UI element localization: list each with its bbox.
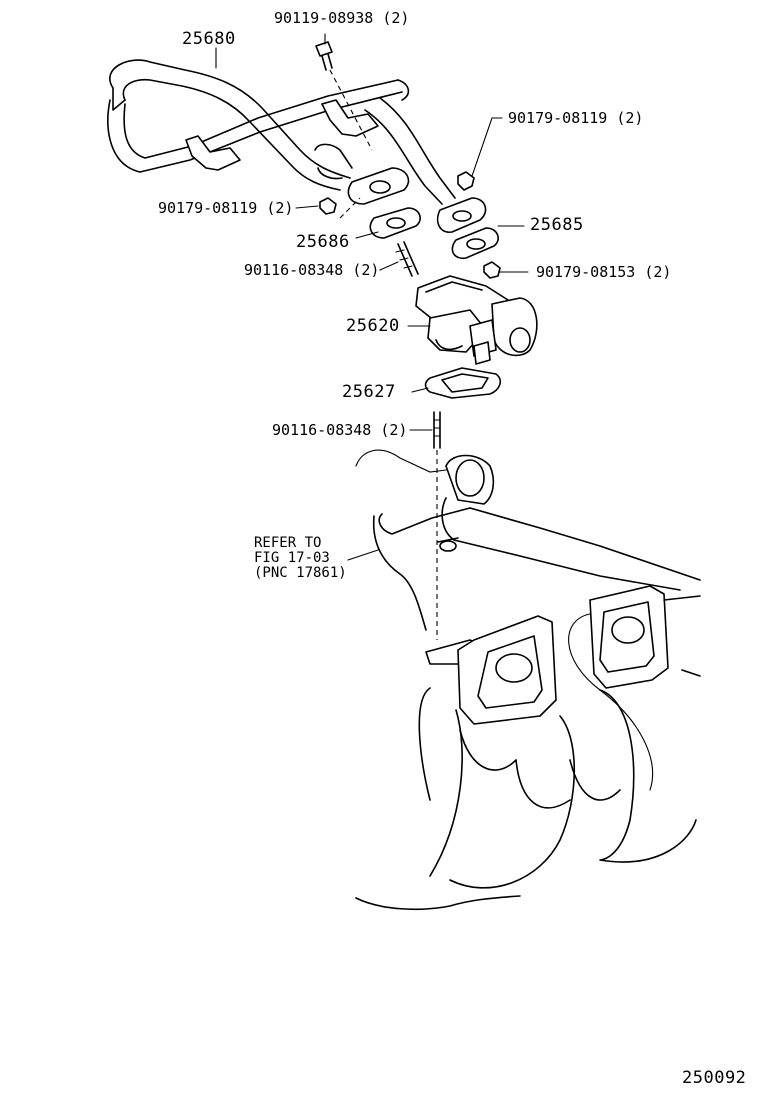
refer-leader <box>347 549 379 561</box>
label-nut-right: 90179-08119 (2) <box>508 109 644 127</box>
label-valve: 25620 <box>346 316 400 336</box>
nut-right <box>457 117 503 191</box>
dash-left-nut <box>339 197 361 219</box>
stud-lower <box>409 411 441 640</box>
label-stud-lower: 90116-08348 (2) <box>272 421 408 439</box>
nut-valve <box>483 261 529 279</box>
intake-manifold <box>355 449 701 911</box>
label-stud-upper: 90116-08348 (2) <box>244 261 380 279</box>
label-gasket-left: 25686 <box>296 232 350 252</box>
egr-pipe <box>107 59 487 233</box>
egr-valve <box>407 275 538 365</box>
label-gasket-right: 25685 <box>530 215 584 235</box>
label-refer-line3: (PNC 17861) <box>254 565 347 581</box>
gasket-25627 <box>411 367 502 399</box>
label-nut-left: 90179-08119 (2) <box>158 199 294 217</box>
bolt-top <box>315 33 373 151</box>
gasket-25685 <box>451 225 525 260</box>
label-gasket-lower: 25627 <box>342 382 396 402</box>
label-pipe: 25680 <box>182 29 236 49</box>
figure-id: 250092 <box>682 1068 747 1088</box>
stud-upper <box>379 241 419 277</box>
nut-left <box>295 197 337 215</box>
label-nut-valve: 90179-08153 (2) <box>536 263 672 281</box>
label-refer-line2: FIG 17-03 <box>254 550 330 566</box>
label-refer-line1: REFER TO <box>254 535 322 551</box>
gasket-25686 <box>355 207 421 239</box>
label-bolt-top: 90119-08938 (2) <box>274 9 410 27</box>
